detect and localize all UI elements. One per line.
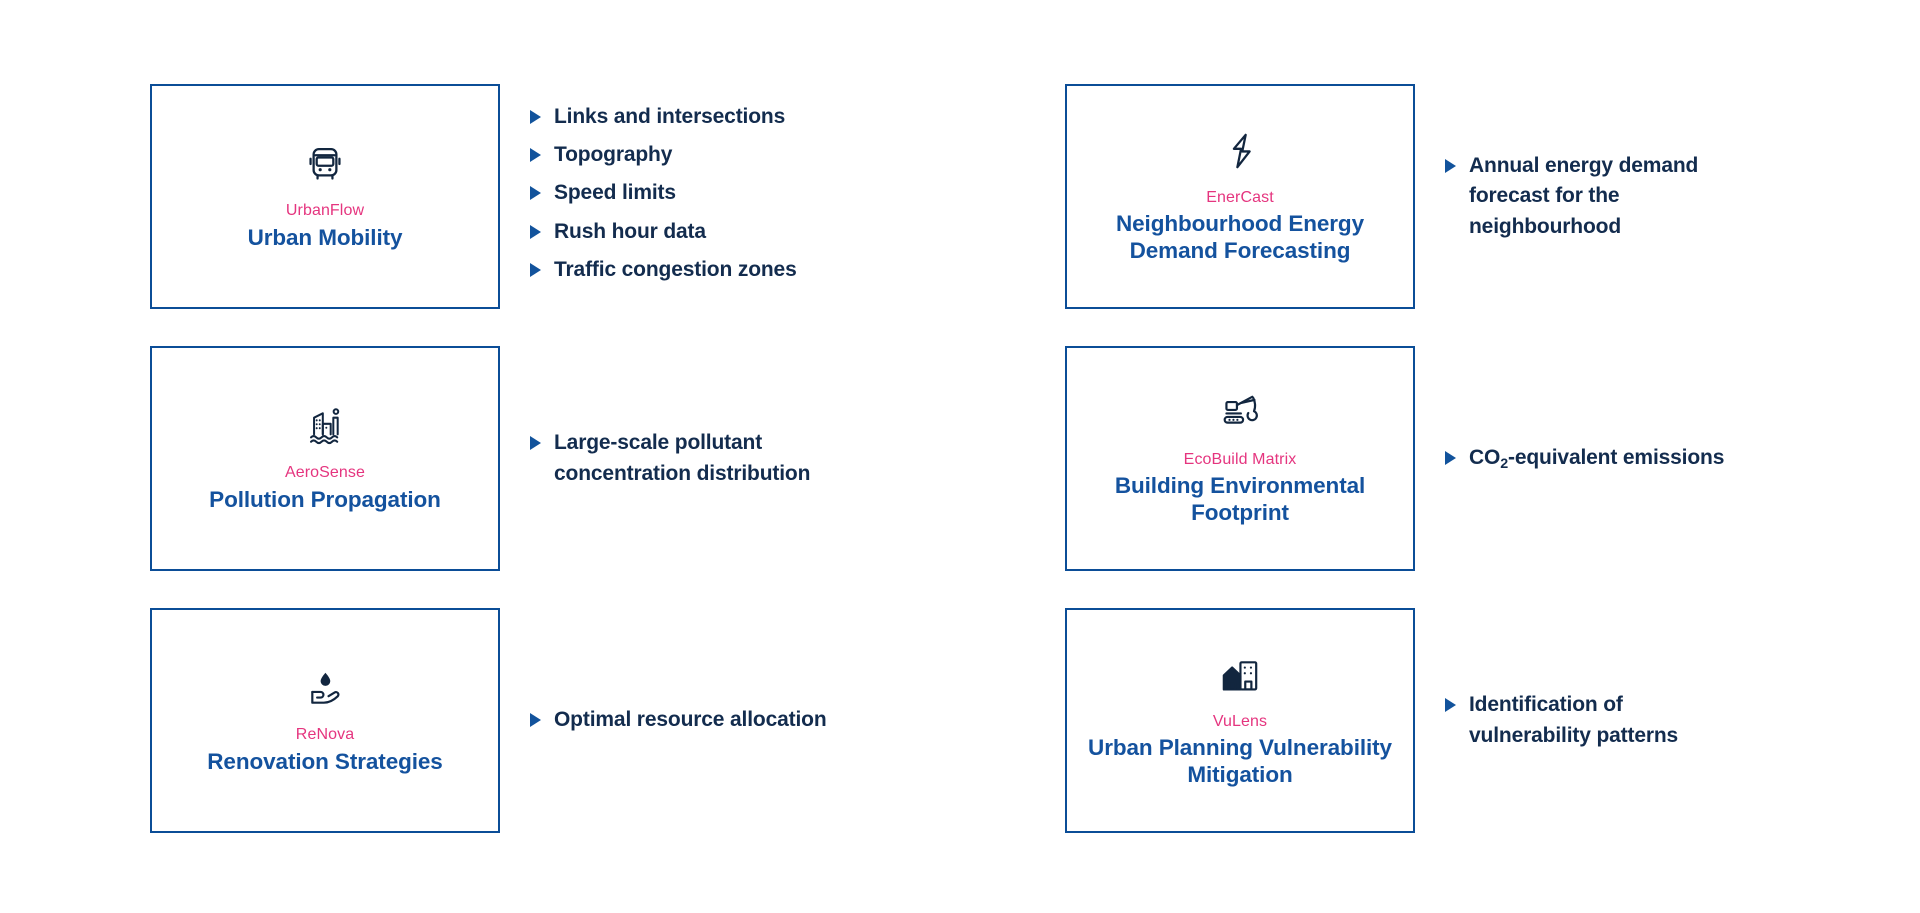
bullet-label: Identification of vulnerability patterns	[1469, 693, 1679, 747]
bullet-label: Large-scale pollutant concentration dist…	[554, 431, 811, 485]
card-title: Renovation Strategies	[207, 748, 443, 774]
triangle-bullet-icon	[530, 148, 541, 163]
card-title: Building Environmental Footprint	[1114, 473, 1366, 525]
bullet-item[interactable]: Rush hour data	[530, 217, 1065, 247]
bullet-item[interactable]: Speed limits	[530, 178, 1065, 208]
triangle-bullet-icon	[530, 186, 541, 201]
bullet-list-building-environmental-footprint: CO2-equivalent emissions	[1415, 346, 1835, 571]
triangle-bullet-icon	[1445, 698, 1456, 713]
card-neighbourhood-energy-demand-forecasting[interactable]: EnerCast Neighbourhood Energy Demand For…	[1065, 84, 1415, 309]
card-brand-label: UrbanFlow	[285, 202, 365, 220]
bullet-item[interactable]: Annual energy demand forecast for the ne…	[1445, 151, 1835, 242]
bullet-list-urban-mobility: Links and intersections Topography Speed…	[500, 84, 1065, 285]
card-brand-label: ReNova	[295, 726, 355, 744]
triangle-bullet-icon	[1445, 159, 1456, 174]
hand-water-drop-icon	[303, 666, 347, 710]
card-pollution-propagation[interactable]: AeroSense Pollution Propagation	[150, 346, 500, 571]
bullet-list-urban-planning-vulnerability: Identification of vulnerability patterns	[1415, 608, 1835, 833]
bullet-item[interactable]: Identification of vulnerability patterns	[1445, 690, 1835, 750]
triangle-bullet-icon	[1445, 451, 1456, 466]
bullet-item[interactable]: CO2-equivalent emissions	[1445, 443, 1835, 473]
card-renovation-strategies[interactable]: ReNova Renovation Strategies	[150, 608, 500, 833]
card-brand-label: EnerCast	[1206, 188, 1274, 206]
card-title: Pollution Propagation	[209, 486, 441, 512]
triangle-bullet-icon	[530, 110, 541, 124]
bullet-list-neighbourhood-energy: Annual energy demand forecast for the ne…	[1415, 84, 1835, 309]
card-title: Neighbourhood Energy Demand Forecasting	[1116, 211, 1364, 263]
bullet-label: Links and intersections	[554, 105, 786, 128]
triangle-bullet-icon	[530, 262, 541, 277]
bullet-label: Speed limits	[554, 181, 676, 205]
bullet-label: Traffic congestion zones	[554, 257, 797, 281]
lightning-bolt-icon	[1218, 129, 1262, 173]
bullet-item[interactable]: Links and intersections	[530, 102, 1065, 132]
card-building-environmental-footprint[interactable]: EcoBuild Matrix Building Environmental F…	[1065, 346, 1415, 571]
bus-icon	[303, 142, 347, 186]
card-title: Urban Planning Vulnerability Mitigation	[1088, 735, 1392, 787]
triangle-bullet-icon	[530, 224, 541, 239]
bullet-label: Topography	[554, 143, 673, 167]
card-urban-planning-vulnerability-mitigation[interactable]: VuLens Urban Planning Vulnerability Miti…	[1065, 608, 1415, 833]
bullet-list-pollution-propagation: Large-scale pollutant concentration dist…	[500, 346, 1065, 571]
factory-pollution-icon	[303, 404, 347, 448]
card-title: Urban Mobility	[247, 224, 403, 250]
bullet-item[interactable]: Topography	[530, 140, 1065, 170]
bullet-item[interactable]: Optimal resource allocation	[530, 705, 1065, 735]
bullet-label: CO2-equivalent emissions	[1469, 446, 1725, 472]
card-brand-label: EcoBuild Matrix	[1183, 450, 1297, 468]
triangle-bullet-icon	[530, 436, 541, 451]
bullet-list-renovation-strategies: Optimal resource allocation	[500, 608, 1065, 833]
bullet-label: Annual energy demand forecast for the ne…	[1469, 154, 1699, 238]
card-brand-label: VuLens	[1212, 712, 1268, 730]
bullet-label: Rush hour data	[554, 219, 706, 243]
card-grid: UrbanFlow Urban Mobility Links and inter…	[150, 84, 1850, 833]
card-urban-mobility[interactable]: UrbanFlow Urban Mobility	[150, 84, 500, 309]
bullet-label: Optimal resource allocation	[554, 708, 827, 732]
triangle-bullet-icon	[530, 713, 541, 728]
bullet-item[interactable]: Large-scale pollutant concentration dist…	[530, 428, 1065, 488]
bullet-item[interactable]: Traffic congestion zones	[530, 255, 1065, 285]
house-building-icon	[1218, 653, 1262, 697]
excavator-icon	[1218, 391, 1262, 435]
card-brand-label: AeroSense	[284, 464, 366, 482]
